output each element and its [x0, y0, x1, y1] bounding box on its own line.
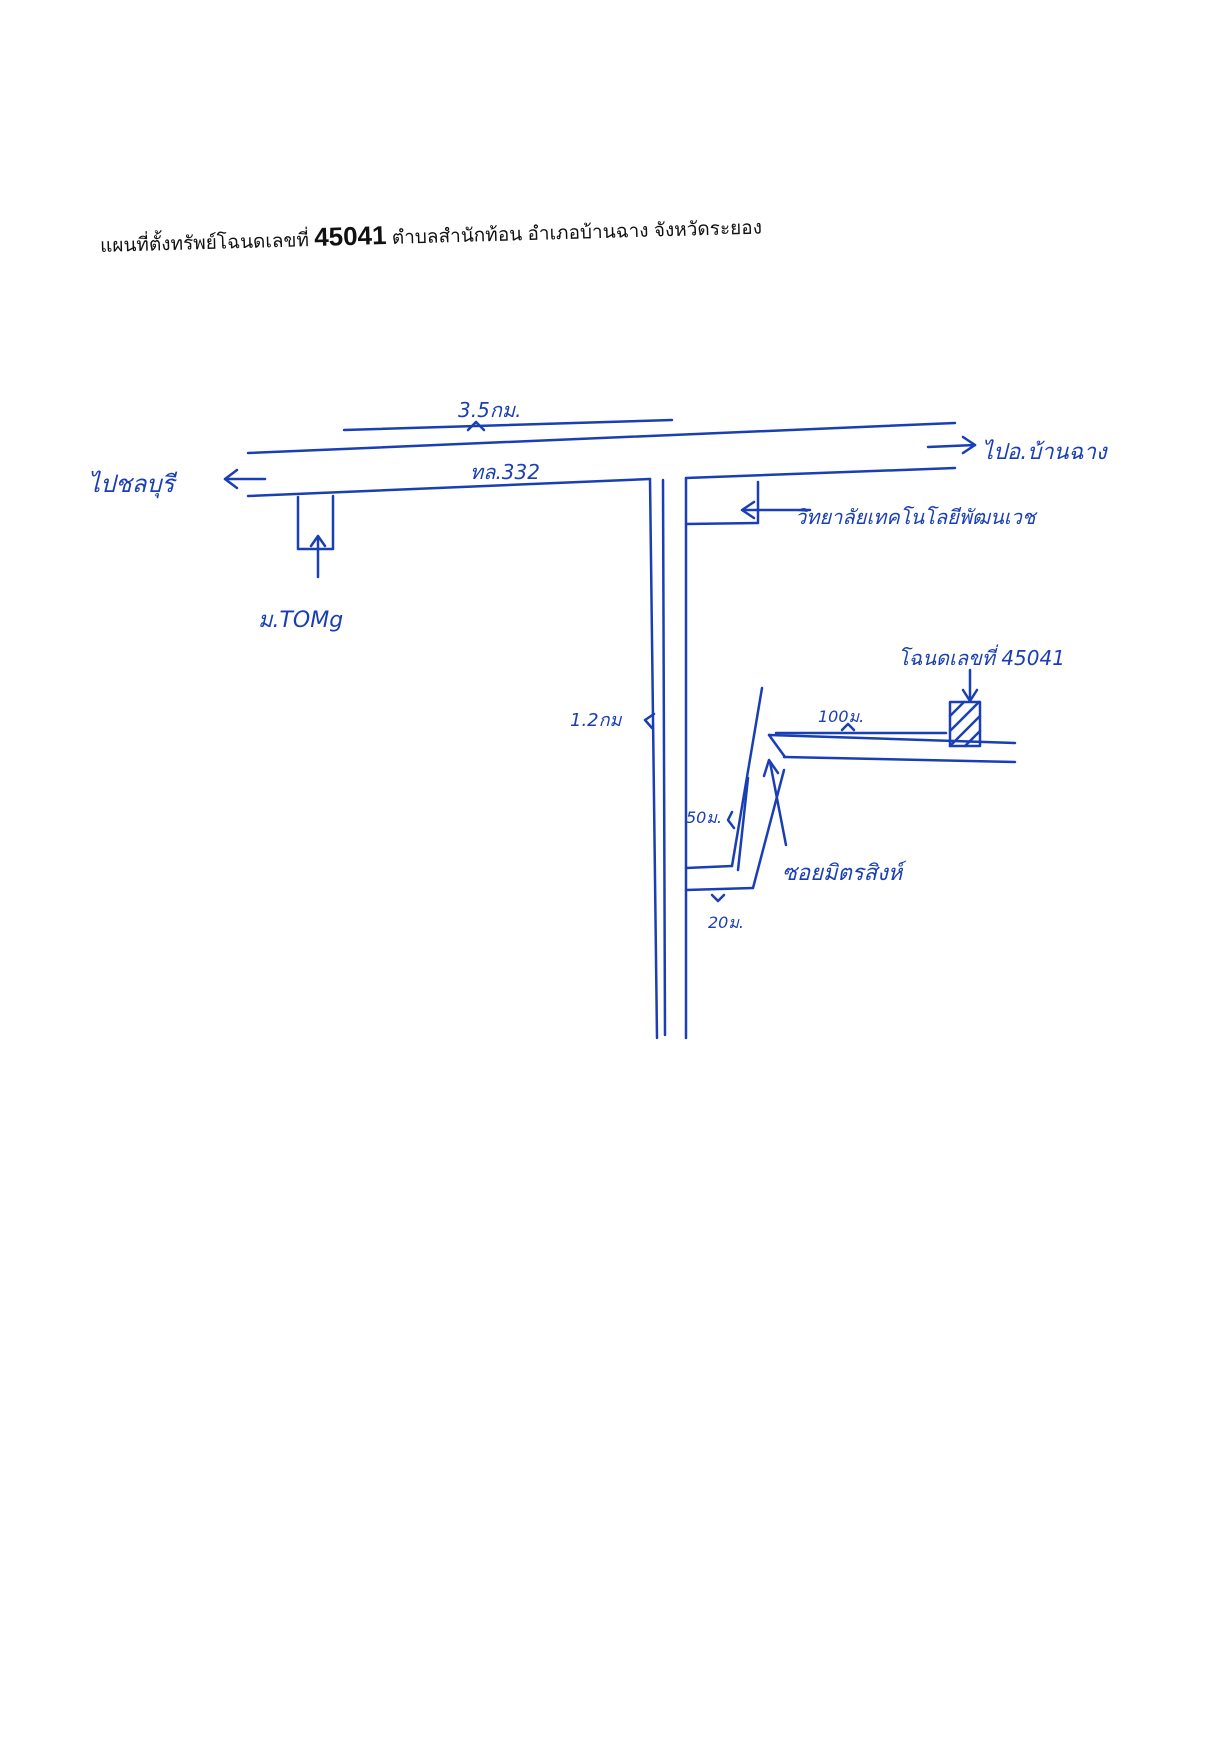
soi-label: ซอยมิตรสิงห์ [782, 860, 907, 886]
road-name-label: ทล.332 [470, 460, 540, 484]
to-banchang-label: ไปอ.บ้านฉาง [982, 439, 1109, 465]
short-road-distance-label: 50ม. [686, 808, 722, 827]
plot-distance-label: 100ม. [818, 707, 864, 726]
plot-distance-mark [840, 722, 856, 732]
tomg-marker [296, 494, 335, 579]
main-road [246, 421, 957, 1040]
distance-dimension-line [342, 418, 674, 432]
arrow-left-icon [223, 468, 267, 490]
side-road-distance-mark [643, 712, 656, 730]
side-road-distance-label: 1.2กม [570, 710, 623, 731]
university-block [684, 480, 812, 526]
tomg-label: ม.TOMg [258, 608, 343, 633]
short-road-distance-mark [726, 810, 736, 830]
land-plot-label: โฉนดเลขที่ 45041 [898, 644, 1065, 670]
to-chonburi-label: ไปชลบุรี [88, 470, 178, 499]
branch-distance-label: 20ม. [708, 913, 744, 932]
soi-arrow-icon [762, 758, 788, 847]
soi-road [684, 686, 1017, 892]
arrow-right-icon [926, 435, 977, 455]
land-plot-marker [948, 668, 982, 748]
distance-label-main: 3.5กม. [458, 398, 521, 422]
university-label: วิทยาลัยเทคโนโลยีพัฒนเวช [795, 505, 1038, 529]
branch-distance-mark [710, 893, 726, 903]
